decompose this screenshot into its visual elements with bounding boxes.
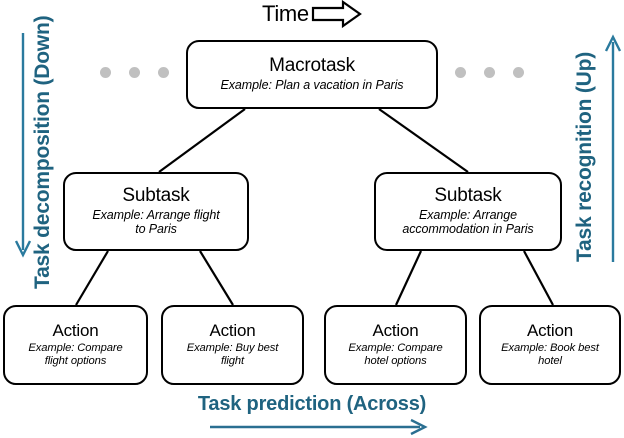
time-label: Time	[262, 1, 309, 26]
ellipsis-dots-left	[100, 67, 169, 78]
node-action-compare-hotel: Action Example: Compare hotel options	[324, 305, 467, 385]
edge-macrotask-subtask-right	[378, 108, 469, 173]
subtask-title: Subtask	[434, 185, 502, 207]
edge-subtask0-action1	[199, 250, 234, 306]
macrotask-example: Example: Plan a vacation in Paris	[220, 78, 404, 92]
node-action-buy-flight: Action Example: Buy best flight	[161, 305, 304, 385]
node-subtask-right: Subtask Example: Arrange accommodation i…	[374, 172, 562, 251]
node-action-compare-flight: Action Example: Compare flight options	[3, 305, 148, 385]
action-example-line2: hotel	[538, 354, 562, 367]
ellipsis-dot	[129, 67, 140, 78]
ellipsis-dot	[455, 67, 466, 78]
subtask-title: Subtask	[122, 185, 190, 207]
action-title: Action	[372, 321, 419, 341]
node-subtask-left: Subtask Example: Arrange flight to Paris	[63, 172, 249, 251]
axis-label-task-decomposition: Task decomposition (Down)	[31, 15, 54, 289]
action-example-line2: flight	[220, 354, 245, 367]
axis-label-task-prediction: Task prediction (Across)	[197, 393, 427, 415]
ellipsis-dots-right	[455, 67, 524, 78]
macrotask-title: Macrotask	[269, 55, 355, 77]
action-title: Action	[526, 321, 574, 341]
action-example-line1: Example: Compare	[28, 341, 123, 354]
ellipsis-dot	[158, 67, 169, 78]
subtask-example-line1: Example: Arrange	[419, 207, 517, 222]
ellipsis-dot	[513, 67, 524, 78]
edge-macrotask-subtask-left	[158, 108, 246, 173]
action-example-line2: flight options	[44, 354, 107, 367]
action-example-line1: Example: Book best	[501, 341, 599, 354]
action-example-line2: hotel options	[364, 354, 427, 367]
action-example-line1: Example: Compare	[348, 341, 443, 354]
edge-subtask1-action3	[523, 250, 554, 306]
recognition-arrowhead-icon	[604, 34, 622, 52]
subtask-example-line1: Example: Arrange flight	[92, 207, 220, 222]
subtask-example-line2: accommodation in Paris	[402, 222, 534, 237]
edge-subtask0-action0	[75, 250, 109, 306]
node-macrotask: Macrotask Example: Plan a vacation in Pa…	[186, 40, 438, 109]
action-example-line1: Example: Buy best	[186, 341, 279, 354]
ellipsis-dot	[100, 67, 111, 78]
time-block-arrow-icon	[311, 0, 362, 29]
node-action-book-hotel: Action Example: Book best hotel	[479, 305, 621, 385]
edge-subtask1-action2	[395, 250, 422, 306]
axis-label-task-recognition: Task recognition (Up)	[573, 51, 596, 263]
prediction-arrowhead-icon	[410, 418, 428, 436]
action-title: Action	[209, 321, 256, 341]
ellipsis-dot	[484, 67, 495, 78]
action-title: Action	[52, 321, 99, 341]
subtask-example-line2: to Paris	[135, 222, 177, 237]
decomposition-arrowhead-icon	[14, 240, 32, 258]
